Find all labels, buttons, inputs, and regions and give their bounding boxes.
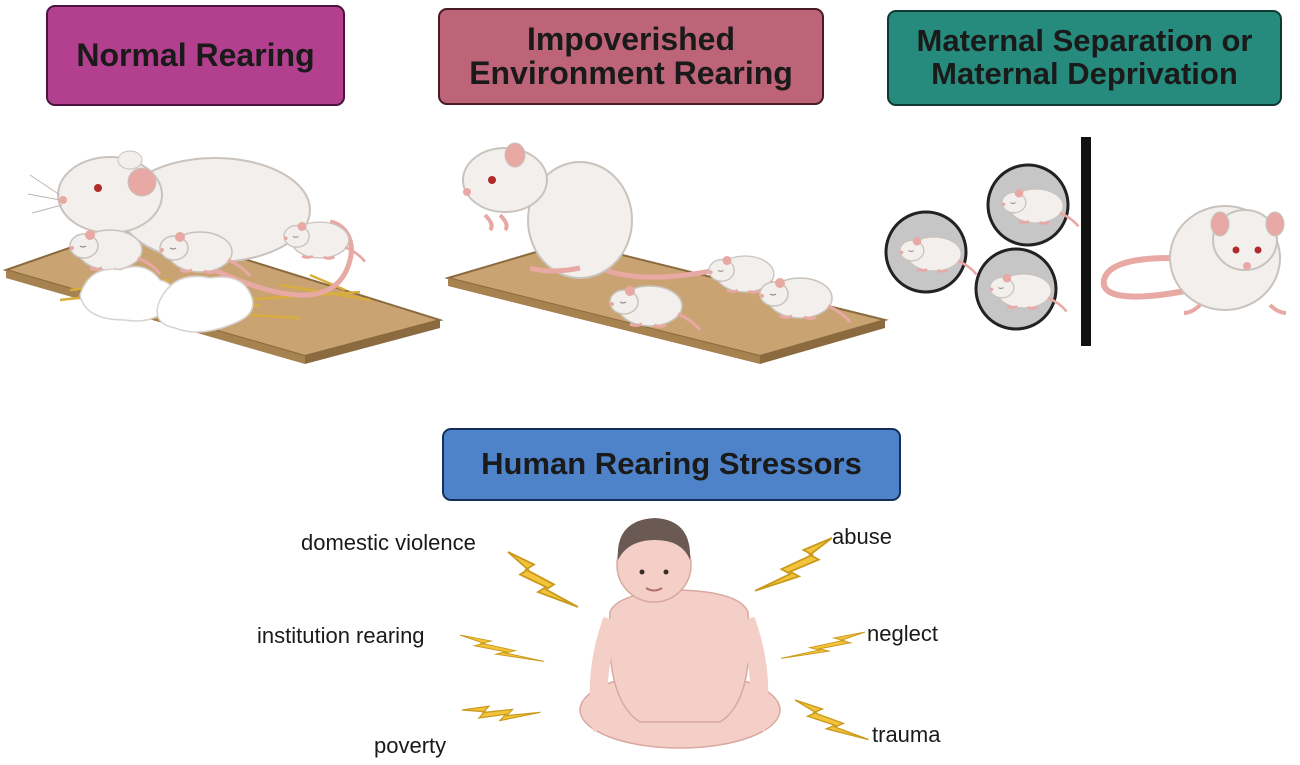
stressor-neglect: neglect xyxy=(867,621,938,646)
normal-rearing-title: Normal Rearing xyxy=(46,5,345,106)
isolation-barrier-icon xyxy=(1081,137,1091,346)
maternal-separation-title: Maternal Separation or Maternal Deprivat… xyxy=(887,10,1282,106)
pup-circle-2 xyxy=(986,163,1080,247)
impoverished-rearing-title: Impoverished Environment Rearing xyxy=(438,8,824,105)
impoverished-line1: Impoverished xyxy=(526,20,736,57)
human-stressors-title: Human Rearing Stressors xyxy=(442,428,901,501)
impoverished-scene xyxy=(444,142,889,364)
stressor-trauma: trauma xyxy=(872,722,941,747)
stressor-poverty: poverty xyxy=(374,733,447,758)
pup-circle-1 xyxy=(884,210,978,294)
infant-icon xyxy=(579,518,781,749)
stressor-institution-rearing: institution rearing xyxy=(257,623,425,648)
maternal-line1: Maternal Separation or xyxy=(916,23,1253,59)
human-stressors-label: Human Rearing Stressors xyxy=(481,446,862,482)
rat-mother-icon xyxy=(27,150,354,298)
stressor-abuse: abuse xyxy=(832,524,892,549)
impoverished-line2: Environment Rearing xyxy=(469,54,793,91)
normal-rearing-scene xyxy=(2,150,444,364)
maternal-separation-scene xyxy=(884,137,1287,346)
stressor-domestic-violence: domestic violence xyxy=(301,530,476,555)
pup-circle-3 xyxy=(974,247,1068,331)
normal-rearing-label: Normal Rearing xyxy=(76,36,315,73)
maternal-line2: Maternal Deprivation xyxy=(931,56,1238,91)
rat-mother-icon xyxy=(1100,205,1287,315)
rat-mother-icon xyxy=(462,142,736,280)
nest-icon xyxy=(79,265,254,333)
